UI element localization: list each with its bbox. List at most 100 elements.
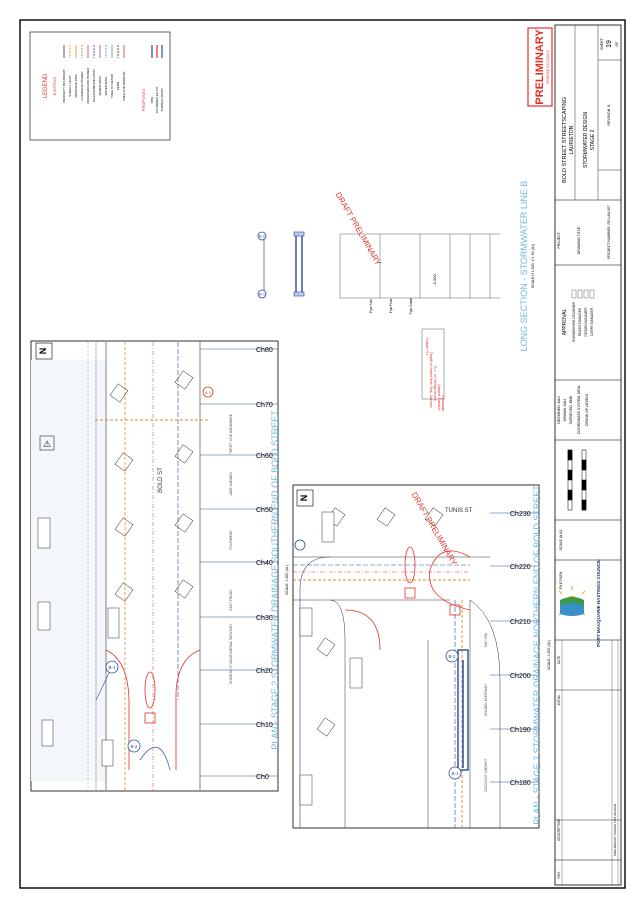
legend-existing-heading: EXISTING [52,77,57,96]
long-section: B-2 B-1 Pipe Size Pipe Flow Pipe Grade Dat… [257,181,535,411]
chainage-label: Ch0 [256,774,269,781]
legend-proposed-heading: PROPOSED [141,89,146,112]
legend-item-label: PROPERTY BOUNDARY [62,69,66,103]
shop-label: CHINESE STUDIO [229,656,233,684]
svg-text:PRELIMINARY: PRELIMINARY [534,29,546,105]
chainage-label: Ch220 [510,564,531,571]
pit-label-north-b1: B-1 [451,771,459,776]
chainage-label: Ch70 [256,402,273,409]
rev-col-date: DATE [557,656,561,664]
legend-title: LEGEND [43,73,49,98]
chainage-label: Ch10 [256,722,273,729]
pit-marker-north-b2 [445,649,459,663]
shop-label: JADE GARDEN [229,472,233,496]
shop-label: EAST FIELDS [229,589,233,611]
legend-proposed-label: SUBSOIL DRAIN [160,88,164,111]
chainage-label: Ch230 [510,511,531,518]
title-block: PROJECT: BOLD STREET STREETSCAPING LAURI… [554,24,622,886]
ls-pipe-label: Pipe Size [369,299,373,313]
sheet-number: 19 [606,40,613,48]
origin-of-levels: ORIGIN OF LEVELS [585,393,589,426]
chainage-label: Ch50 [256,507,273,514]
shop-label: FOURWEAR [229,530,233,550]
approval-signature-box [583,289,589,299]
chainage-label: Ch60 [256,453,273,460]
project-label: PROJECT: [557,231,561,248]
legend-item-label: TREE TO RETAIN [110,74,114,99]
plan-north-title: PLAN - STAGE 2 STORMWATER DRAINAGE NORTH… [532,485,542,825]
shop-label: DISCOUNT CHEMIST [484,759,488,792]
file-path: FILE PATH: [559,571,563,589]
legend-item-label: TREE FOR REMOVAL [122,70,126,101]
pit-marker-b2 [127,739,141,753]
chainage-label: Ch190 [510,727,531,734]
rev-row-1: PRELIMINARY ISSUED FOR REVIEW [613,804,617,856]
svg-text:⚠: ⚠ [43,439,51,449]
legend-item-label: UNDERGROUND POWER [86,67,90,104]
plan-south-scale: SCALE: 1:200 (A1) [285,565,289,595]
approval-signature-box [589,289,595,299]
pit-label-b1: B-1 [108,665,116,670]
ls-row-label: Natural Surface [437,384,441,410]
north-arrow-north [296,489,314,507]
approval-role: ROADS MANAGER [578,307,582,336]
svg-text:PRINTED 01/12/2019: PRINTED 01/12/2019 [546,50,550,84]
north-label-south: N [38,348,48,355]
sheet-of: OF [615,42,619,47]
project-location: LAURIETON [569,125,575,154]
council-logo: PORT MACQUARIE HASTINGS COUNCIL [558,559,601,647]
plan-south-title: PLAN - STAGE 2 STORMWATER DRAINAGE SOUTH… [270,410,280,750]
legend-item-label: STREET LIGHT [68,75,72,97]
chainage-label: Ch40 [256,560,273,567]
rev-col-initial: INITIAL [557,694,561,705]
legend-item-label: TELECOMMUNICATION [92,69,96,102]
pit-marker-b1 [105,660,119,674]
chainage-label: Ch200 [510,673,531,680]
approval-signature-box [577,289,583,299]
ls-pipe-label: Pipe Flow [389,298,393,313]
svg-text:PORT MACQUARIE HASTINGS COUNCI: PORT MACQUARIE HASTINGS COUNCIL [596,559,601,647]
project-name: BOLD STREET STREETSCAPING [562,97,568,183]
ls-pit-right-label: B-1 [259,292,266,297]
chainage-label: Ch210 [510,619,531,626]
legend-item-label: OVERHEAD POWER [80,71,84,101]
legend-item-label: KERB [116,82,120,90]
sheet-label: SHEET [600,37,604,50]
chainage-label: Ch30 [256,615,273,622]
shop-label: THRIFT LINK HARDWARE [229,413,233,454]
ls-row-label: Datum R.L. [425,338,429,357]
chainage-label: Ch180 [510,780,531,787]
ls-pit-left-label: B-2 [259,234,266,239]
preliminary-stamp: PRELIMINARY PRINTED 01/12/2019 [527,27,553,107]
shop-label: DAY SPA [484,632,488,647]
legend-item-label: SEWER MAIN [98,76,102,95]
project-number: PROJECT NUMBER: RS.LAU.007 [607,205,611,259]
rev-col-description: DESCRIPTION [557,818,561,840]
drawing-title-label: DRAWING TITLE: [577,226,581,254]
south-street-label: BOLD ST [158,467,164,493]
scale-label: SCALE @ A1 [559,529,563,550]
ls-pipe-label: Pipe Grade [409,297,413,314]
plan-north-scale: SCALE: 1:200 (A1) [547,640,551,670]
north-label-north: N [299,495,309,502]
shop-label: GOLDEN ELEPHANT [484,684,488,716]
drawn: DRAWN: MAJ [563,399,567,421]
legend-item-label: DRAINAGE PIPE [74,74,78,97]
ls-scale: SCALE H 1:500, V 1:50 (A1) [531,244,535,288]
chainage-label: Ch80 [256,347,273,354]
shop-label: FUNERAL SERVICES [229,623,233,657]
approval-role: CARRY MANAGER [590,307,594,336]
drawing-stage: STAGE 2 [590,129,596,150]
ls-title: LONG SECTION - STORMWATER LINE B [519,181,529,352]
north-street-label: TUNIS ST [445,508,473,514]
pit-label-b2: B-2 [130,744,138,749]
ls-row-label: Depth to Invert from Nat. Surface [429,352,433,408]
designed: DESIGNED: MAJ [557,396,561,423]
pit-marker-a1 [202,386,214,398]
ls-datum-value: -3.000 [432,274,437,286]
legend-proposed-label: PIPE [150,97,154,104]
